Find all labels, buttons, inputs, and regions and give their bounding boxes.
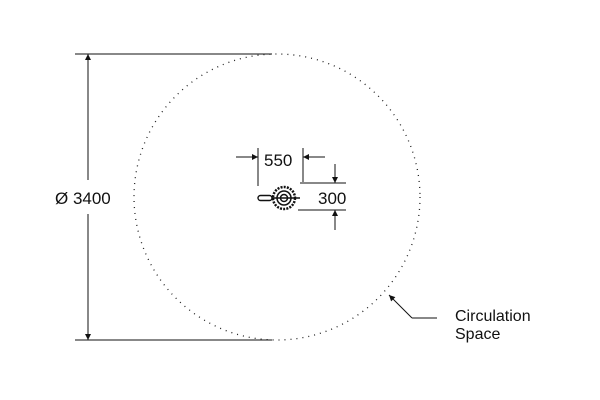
annotation-line-2: Space	[455, 326, 500, 343]
circulation-space-circle	[133, 53, 421, 341]
diameter-label: Ø 3400	[55, 189, 111, 208]
height-dimension	[298, 164, 346, 230]
annotation-line-1: Circulation	[455, 308, 531, 325]
annotation-leader	[388, 294, 437, 319]
diameter-dimension	[75, 53, 272, 341]
width-dimension	[236, 148, 325, 186]
width-label: 550	[264, 151, 292, 170]
height-label: 300	[318, 189, 346, 208]
fixture-icon	[257, 185, 300, 211]
annotation-label: Circulation Space	[455, 308, 535, 343]
